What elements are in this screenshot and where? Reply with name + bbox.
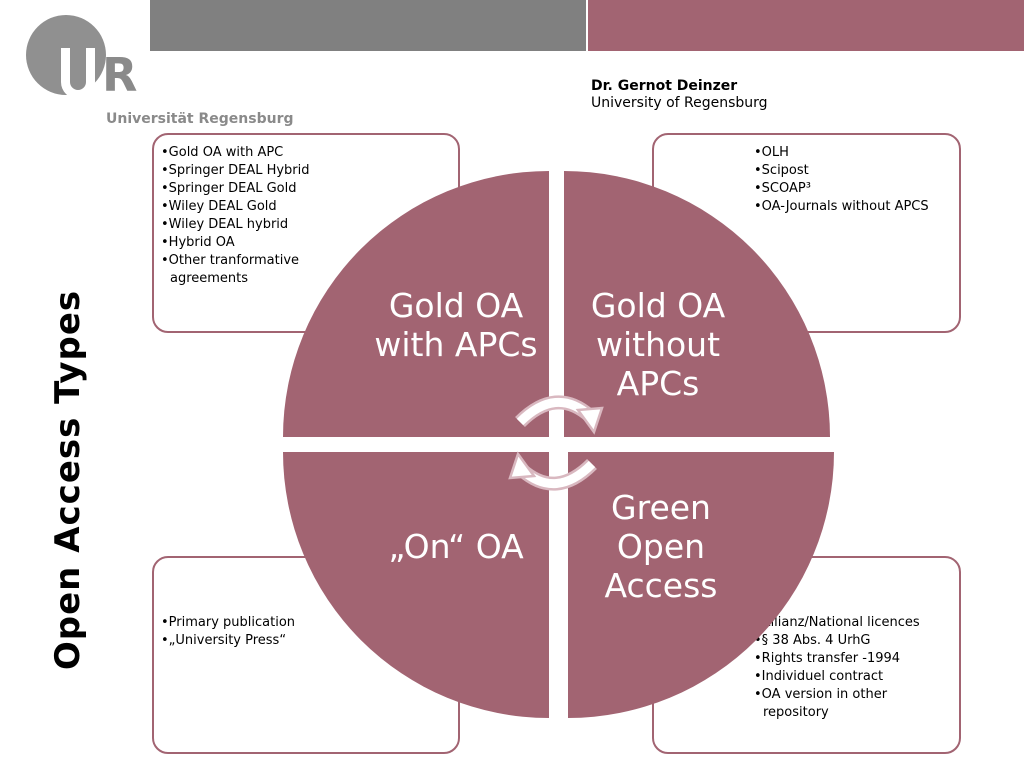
header-bar-gray (150, 0, 586, 51)
list-item: OA version in other repository (754, 686, 954, 722)
list-item: Wiley DEAL hybrid (161, 216, 336, 234)
list-item: Springer DEAL Gold (161, 180, 336, 198)
list-item: § 38 Abs. 4 UrhG (754, 632, 954, 650)
slide-title: Open Access Types (48, 289, 88, 671)
list-item: Rights transfer -1994 (754, 650, 954, 668)
header-bar-rose (588, 0, 1024, 51)
quadrant-label-top-left: Gold OA with APCs (374, 286, 538, 364)
quadrant-top-right (564, 171, 830, 437)
list-item: OA-Journals without APCS (754, 198, 954, 216)
quadrant-top-left (283, 171, 549, 437)
list-item: OLH (754, 144, 954, 162)
list-item: Wiley DEAL Gold (161, 198, 336, 216)
author-name: Dr. Gernot Deinzer (591, 78, 738, 94)
list-item: Scipost (754, 162, 954, 180)
list-item: Primary publication (161, 614, 341, 632)
logo-u-icon (61, 48, 95, 99)
list-bottom-right: Allianz/National licences§ 38 Abs. 4 Urh… (754, 614, 954, 722)
cycle-arrows-icon (508, 395, 604, 491)
list-item: SCOAP³ (754, 180, 954, 198)
list-item: Individuel contract (754, 668, 954, 686)
list-item: Allianz/National licences (754, 614, 954, 632)
quadrant-circle (283, 171, 834, 718)
list-item: Gold OA with APC (161, 144, 336, 162)
list-item: „University Press“ (161, 632, 341, 650)
list-bottom-left: Primary publication„University Press“ (161, 614, 341, 650)
quadrant-bottom-left (283, 452, 549, 718)
quadrant-label-bottom-left: „On“ OA (388, 527, 524, 566)
logo-letter-r: R (102, 48, 138, 102)
list-item: Springer DEAL Hybrid (161, 162, 336, 180)
list-top-right: OLHScipostSCOAP³OA-Journals without APCS (754, 144, 954, 216)
author-affiliation: University of Regensburg (591, 95, 768, 111)
quadrant-label-bottom-right: Green Open Access (604, 488, 718, 605)
list-item: Other tranformative agreements (161, 252, 336, 288)
list-item: Hybrid OA (161, 234, 336, 252)
quadrant-bottom-right (568, 452, 834, 718)
list-top-left: Gold OA with APCSpringer DEAL HybridSpri… (161, 144, 336, 288)
logo-text: Universität Regensburg (106, 111, 294, 127)
quadrant-label-top-right: Gold OA without APCs (590, 286, 726, 403)
